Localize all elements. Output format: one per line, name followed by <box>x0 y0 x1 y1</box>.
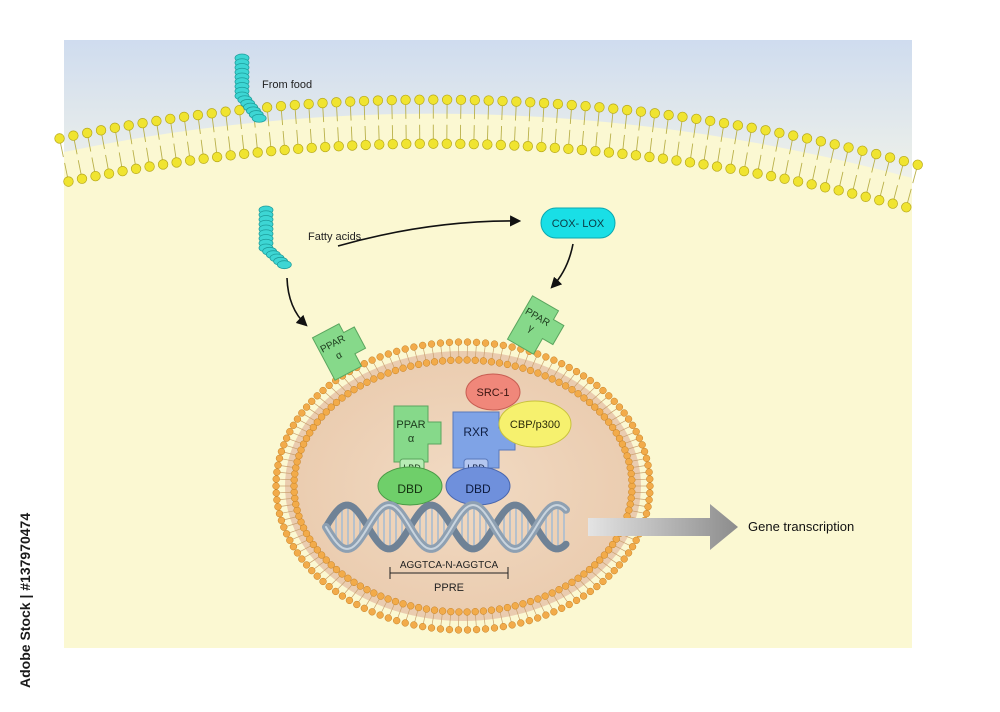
fatty-acid-unit <box>252 114 266 122</box>
ppar-alpha-nuclear-label: PPAR <box>396 419 425 431</box>
from-food-label: From food <box>262 79 312 91</box>
ppre-sequence-label: AGGTCA-N-AGGTCA <box>400 560 499 571</box>
dbd-ppar-label: DBD <box>397 482 423 496</box>
ppar-alpha-nuclear-symbol: α <box>408 433 415 445</box>
stock-id-text: Adobe Stock | #137970474 <box>17 513 33 688</box>
src-1-label: SRC-1 <box>476 387 509 399</box>
dbd-rxr-label: DBD <box>465 482 491 496</box>
cox-lox-label: COX- LOX <box>552 218 605 230</box>
ppre-label: PPRE <box>434 582 464 594</box>
cbp-p300-label: CBP/p300 <box>510 419 560 431</box>
stock-watermark: Adobe Stock | #137970474 <box>4 470 44 690</box>
fatty-acid-unit <box>277 261 291 269</box>
rxr-label: RXR <box>463 425 489 439</box>
gene-transcription-label: Gene transcription <box>748 519 854 534</box>
